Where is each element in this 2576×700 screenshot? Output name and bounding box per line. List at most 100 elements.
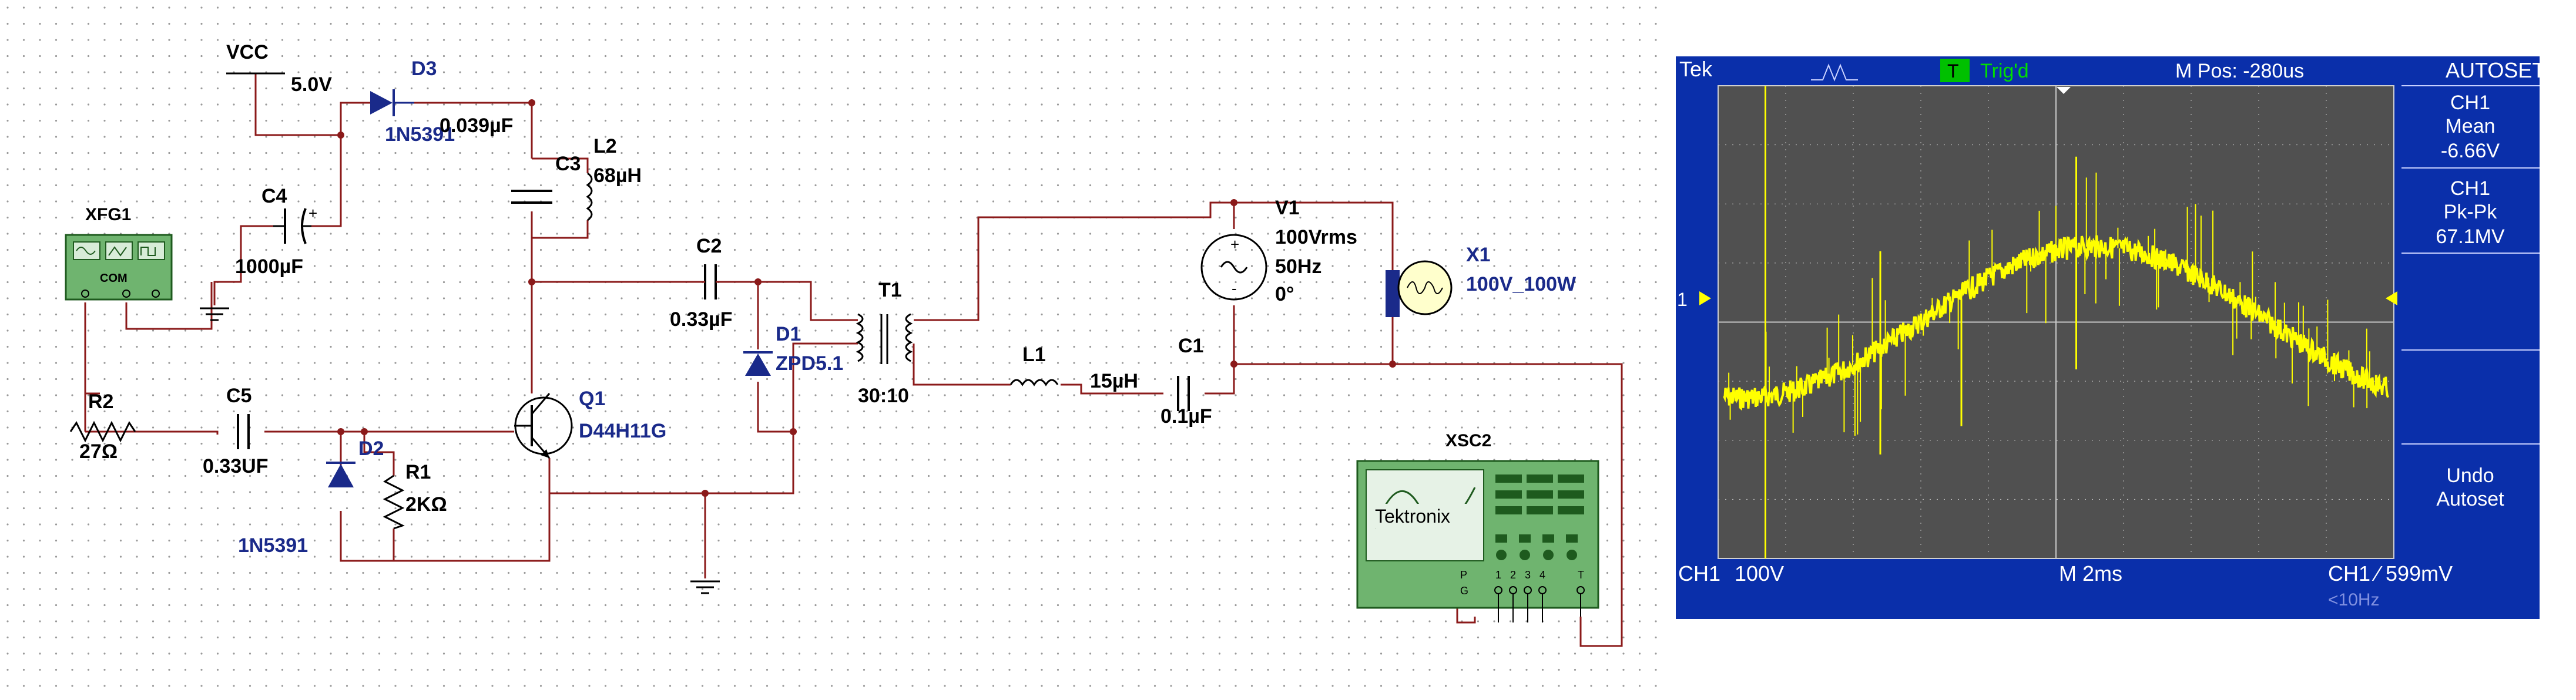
ground-symbol-1	[200, 307, 229, 321]
trig-badge	[1940, 59, 1970, 82]
xsc2-trig-label: T	[1578, 569, 1584, 581]
scope-brand: Tek	[1679, 57, 1713, 81]
autoset-menu[interactable]: AUTOSET CH1 Mean -6.66V CH1 Pk-Pk 67.1MV…	[2401, 58, 2540, 510]
xsc2-chan2-label: 2	[1510, 569, 1516, 581]
menu-title: AUTOSET	[2446, 58, 2540, 82]
mean-ch: CH1	[2450, 92, 2490, 114]
c1-ref: C1	[1178, 335, 1203, 357]
vcc-label: VCC	[226, 41, 269, 63]
diode-d2[interactable]: D2 1N5391	[238, 438, 384, 557]
bottom-ch1-scale: 100V	[1735, 561, 1784, 585]
c1-value: 0.1µF	[1160, 405, 1212, 428]
ground-symbol-2	[690, 580, 720, 594]
x1-part: 100V_100W	[1466, 273, 1577, 295]
bottom-ch1: CH1	[1678, 561, 1720, 585]
oscilloscope-display: Tek T Trig'd M Pos: -280us 1 AUTOSET CH1…	[1676, 56, 2540, 619]
capacitor-c2[interactable]: C2 0.33µF	[670, 235, 733, 331]
capacitor-c5[interactable]: C5 0.33UF	[203, 385, 269, 477]
v1-line3: 0°	[1275, 283, 1294, 305]
l2-ref: L2	[593, 135, 617, 157]
inductor-l2[interactable]: L2 68µH	[586, 135, 642, 221]
xsc2-ref: XSC2	[1445, 431, 1491, 450]
d2-part: 1N5391	[238, 534, 308, 557]
vcc-source[interactable]: VCC 5.0V	[226, 41, 332, 96]
trig-status: Trig'd	[1980, 60, 2029, 82]
t1-ref: T1	[878, 279, 902, 301]
mean-value: -6.66V	[2441, 140, 2500, 162]
trig-badge-label: T	[1947, 60, 1959, 82]
transformer-t1[interactable]: T1 30:10	[856, 279, 913, 407]
v1-line2: 50Hz	[1275, 255, 1321, 278]
v1-ref: V1	[1275, 197, 1300, 219]
c4-ref: C4	[261, 185, 287, 207]
d1-part: ZPD5.1	[776, 352, 843, 375]
m-pos: M Pos: -280us	[2175, 60, 2304, 82]
bottom-time: M 2ms	[2059, 561, 2122, 585]
lamp-x1[interactable]: X1 100V_100W	[1386, 244, 1577, 317]
c3-ref: C3	[555, 153, 581, 175]
pkpk-ch: CH1	[2450, 177, 2490, 200]
xsc2-chan3-label: 3	[1525, 569, 1531, 581]
q1-part: D44H11G	[579, 420, 666, 442]
square-wave-icon	[140, 247, 156, 256]
l1-ref: L1	[1022, 344, 1046, 366]
bottom-trig: CH1 ⁄ 599mV	[2328, 561, 2453, 585]
x1-ref: X1	[1466, 244, 1491, 266]
oscilloscope-xsc2[interactable]: XSC2 Tektronix P G 1 2 3 4 T	[1356, 431, 1599, 622]
r2-ref: R2	[88, 391, 113, 413]
c5-ref: C5	[226, 385, 251, 407]
xsc2-brand: Tektronix	[1375, 506, 1450, 527]
inductor-l1[interactable]: L1 15µH	[1009, 344, 1138, 392]
d3-ref: D3	[411, 58, 437, 80]
ch1-marker-arrow-icon	[1699, 291, 1711, 305]
bottom-freq: <10Hz	[2328, 590, 2380, 610]
capacitor-c3[interactable]: 0.039µF C3	[440, 115, 581, 204]
r2-value: 27Ω	[79, 440, 118, 463]
resistor-r2[interactable]: R2 27Ω	[69, 391, 136, 463]
function-generator-xfg1[interactable]: XFG1 COM	[65, 205, 173, 301]
c4-value: 1000µF	[235, 255, 303, 278]
xfg1-ref: XFG1	[85, 205, 131, 224]
svg-text:-: -	[1232, 280, 1237, 297]
xfg1-com: COM	[100, 272, 128, 285]
capacitor-c1[interactable]: C1 0.1µF	[1160, 335, 1212, 428]
r1-value: 2KΩ	[405, 493, 447, 516]
ch1-marker: 1	[1677, 289, 1688, 310]
capacitor-c4[interactable]: + C4 1000µF	[235, 185, 317, 278]
zener-diode-d1[interactable]: D1 ZPD5.1	[743, 323, 843, 376]
pkpk-value: 67.1MV	[2436, 226, 2504, 248]
trigger-level-arrow-icon	[2386, 291, 2397, 305]
t1-ratio: 30:10	[858, 385, 909, 407]
mean-label: Mean	[2445, 115, 2495, 137]
l1-value: 15µH	[1090, 370, 1138, 392]
sine-wave-icon	[76, 247, 96, 255]
c3-value: 0.039µF	[440, 115, 513, 137]
junctions	[337, 99, 1396, 497]
l2-value: 68µH	[593, 164, 642, 187]
xsc2-p-label: P	[1460, 569, 1467, 581]
svg-text:+: +	[308, 204, 317, 222]
ac-source-v1[interactable]: + - V1 100Vrms 50Hz 0°	[1200, 197, 1357, 305]
vcc-value: 5.0V	[291, 73, 332, 96]
trigger-waveform-icon	[1811, 63, 1858, 82]
wires	[84, 73, 1623, 647]
v1-line1: 100Vrms	[1275, 226, 1357, 248]
pkpk-label: Pk-Pk	[2444, 201, 2498, 223]
diode-d3[interactable]: D3 1N5391	[370, 58, 455, 146]
d2-ref: D2	[358, 438, 384, 460]
svg-text:+: +	[1230, 235, 1239, 253]
triangle-wave-icon	[108, 246, 127, 257]
c2-ref: C2	[696, 235, 722, 257]
q1-ref: Q1	[579, 388, 605, 410]
xsc2-chan1-label: 1	[1495, 569, 1501, 581]
undo-line2: Autoset	[2436, 488, 2504, 510]
d3-part: 1N5391	[385, 123, 455, 146]
scope-trace	[1723, 86, 2389, 558]
undo-line1: Undo	[2446, 465, 2494, 487]
r1-ref: R1	[405, 461, 431, 483]
transistor-q1[interactable]: Q1 D44H11G	[514, 388, 666, 459]
trigger-position-arrow-icon	[2057, 87, 2071, 94]
resistor-r1[interactable]: R1 2KΩ	[383, 461, 447, 530]
d1-ref: D1	[776, 323, 801, 345]
circuit-schematic[interactable]: VCC 5.0V D3 1N5391 0.039µF C3 L2 68µH + …	[0, 0, 1669, 700]
